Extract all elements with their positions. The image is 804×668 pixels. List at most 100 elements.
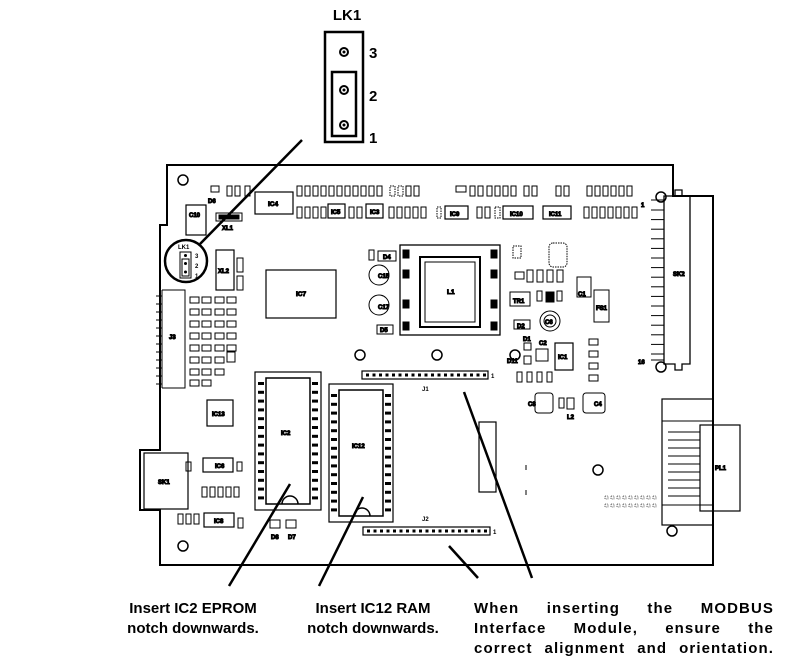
pad (640, 503, 645, 508)
pad (652, 495, 657, 500)
ic12-pin (331, 420, 337, 424)
label-l1: L1 (447, 289, 455, 296)
j2-pin (373, 529, 377, 533)
j1-pin (418, 373, 421, 377)
caption-ic2-line-1: Insert IC2 EPROM (129, 600, 257, 617)
label-ic6: IC6 (215, 464, 225, 470)
ic12-pin (385, 464, 391, 468)
ic2-pin (312, 434, 318, 438)
leader-ic12 (317, 496, 365, 587)
pad (616, 495, 621, 500)
ic12-pins (331, 394, 391, 512)
j2-pin (380, 529, 383, 533)
ic12-pin (385, 411, 391, 415)
label-ic1: IC1 (558, 355, 568, 361)
ic2-pin (258, 478, 264, 482)
j2-pin (471, 529, 474, 533)
j2-header: J2 1 (362, 517, 497, 536)
ic12-pin (385, 490, 391, 494)
j1-pin (437, 373, 441, 377)
ic2-pin (258, 496, 264, 500)
sk2-connector: SK2 1 16 (638, 189, 691, 371)
j1-pin (470, 373, 473, 377)
j1-pin (366, 373, 369, 377)
left-components: XL2 IC7 J3 IC13 IC6 (143, 249, 337, 529)
label-sk1: SK1 (158, 480, 170, 486)
pad (634, 503, 639, 508)
j1-pin (431, 373, 434, 377)
pad (646, 503, 651, 508)
j1-pin (379, 373, 382, 377)
j2-pin (484, 529, 487, 533)
ic2-socket: IC2 (254, 371, 322, 511)
label-tr1: TR1 (513, 299, 525, 305)
label-c2: C2 (539, 341, 547, 347)
pad (622, 503, 627, 508)
label-pl1: PL1 (715, 466, 727, 472)
label-c6: C6 (545, 320, 553, 326)
j2-pin (438, 529, 442, 533)
ic12-pin (385, 455, 391, 459)
label-c8: C8 (528, 402, 536, 408)
pl1-connector: PL1 (604, 398, 741, 526)
leader-ic2 (227, 483, 292, 587)
ic2-pin (258, 390, 264, 394)
j1-pin (476, 373, 480, 377)
label-sk2: SK2 (673, 272, 685, 278)
label-d5: D5 (380, 328, 388, 334)
ic2-pin (312, 417, 318, 421)
ic12-pin (331, 490, 337, 494)
ic12-pin (385, 508, 391, 512)
pcb-outline (139, 164, 714, 566)
ic12-pin (331, 455, 337, 459)
ic12-pin (331, 429, 337, 433)
label-xl1: XL1 (222, 226, 234, 232)
ic2-pin (258, 434, 264, 438)
ic12-pin (331, 402, 337, 406)
j1-pin (392, 373, 395, 377)
ic2-pin (312, 390, 318, 394)
ic2-pin (258, 470, 264, 473)
modbus-module-slot (478, 421, 497, 493)
j1-header: J1 1 (361, 370, 495, 393)
ic2-pin (258, 417, 264, 421)
mounting-holes (177, 174, 678, 552)
caption-modbus-line-3: correct alignment and orientation. (474, 640, 774, 657)
label-lk1: LK1 (178, 245, 190, 251)
ic2-pin (258, 382, 264, 385)
j1-pin (444, 373, 447, 377)
ic12-pin (385, 420, 391, 424)
ic2-pin (312, 452, 318, 456)
label-j2: J2 (422, 517, 429, 523)
j2-pin (464, 529, 468, 533)
ic2-pin (258, 461, 264, 465)
ic2-pin (312, 461, 318, 465)
ic2-pin (258, 408, 264, 412)
j1-pin (424, 373, 428, 377)
ic2-pin (312, 496, 318, 500)
lk1-detail-title: LK1 (333, 7, 361, 24)
ic2-pin (312, 478, 318, 482)
label-j3: J3 (169, 335, 176, 341)
svg-text:3: 3 (195, 254, 199, 260)
caption-leader-lines (227, 391, 534, 587)
ic12-pin (385, 482, 391, 485)
svg-text:D7: D7 (288, 535, 296, 541)
label-ic13: IC13 (212, 412, 225, 418)
j2-pin (419, 529, 422, 533)
label-d2: D2 (517, 324, 525, 330)
svg-text:2: 2 (195, 264, 199, 270)
pad (616, 503, 621, 508)
label-c17: C17 (378, 305, 390, 311)
caption-modbus-line-1: When inserting the MODBUS (474, 600, 774, 617)
lk1-detail: LK1 3 2 1 (323, 7, 377, 147)
ic2-pin (258, 452, 264, 456)
label-ic10: IC10 (510, 212, 523, 218)
label-d11: D11 (507, 359, 518, 365)
pad (640, 495, 645, 500)
top-row-components: D6 C10 IC4 XL1 IC5 IC3 (185, 185, 638, 236)
lk1-detail-pin-label-1: 1 (369, 130, 377, 147)
ic12-pin (385, 402, 391, 406)
caption-ic2-line-2: notch downwards. (127, 620, 259, 637)
j2-pin (445, 529, 448, 533)
